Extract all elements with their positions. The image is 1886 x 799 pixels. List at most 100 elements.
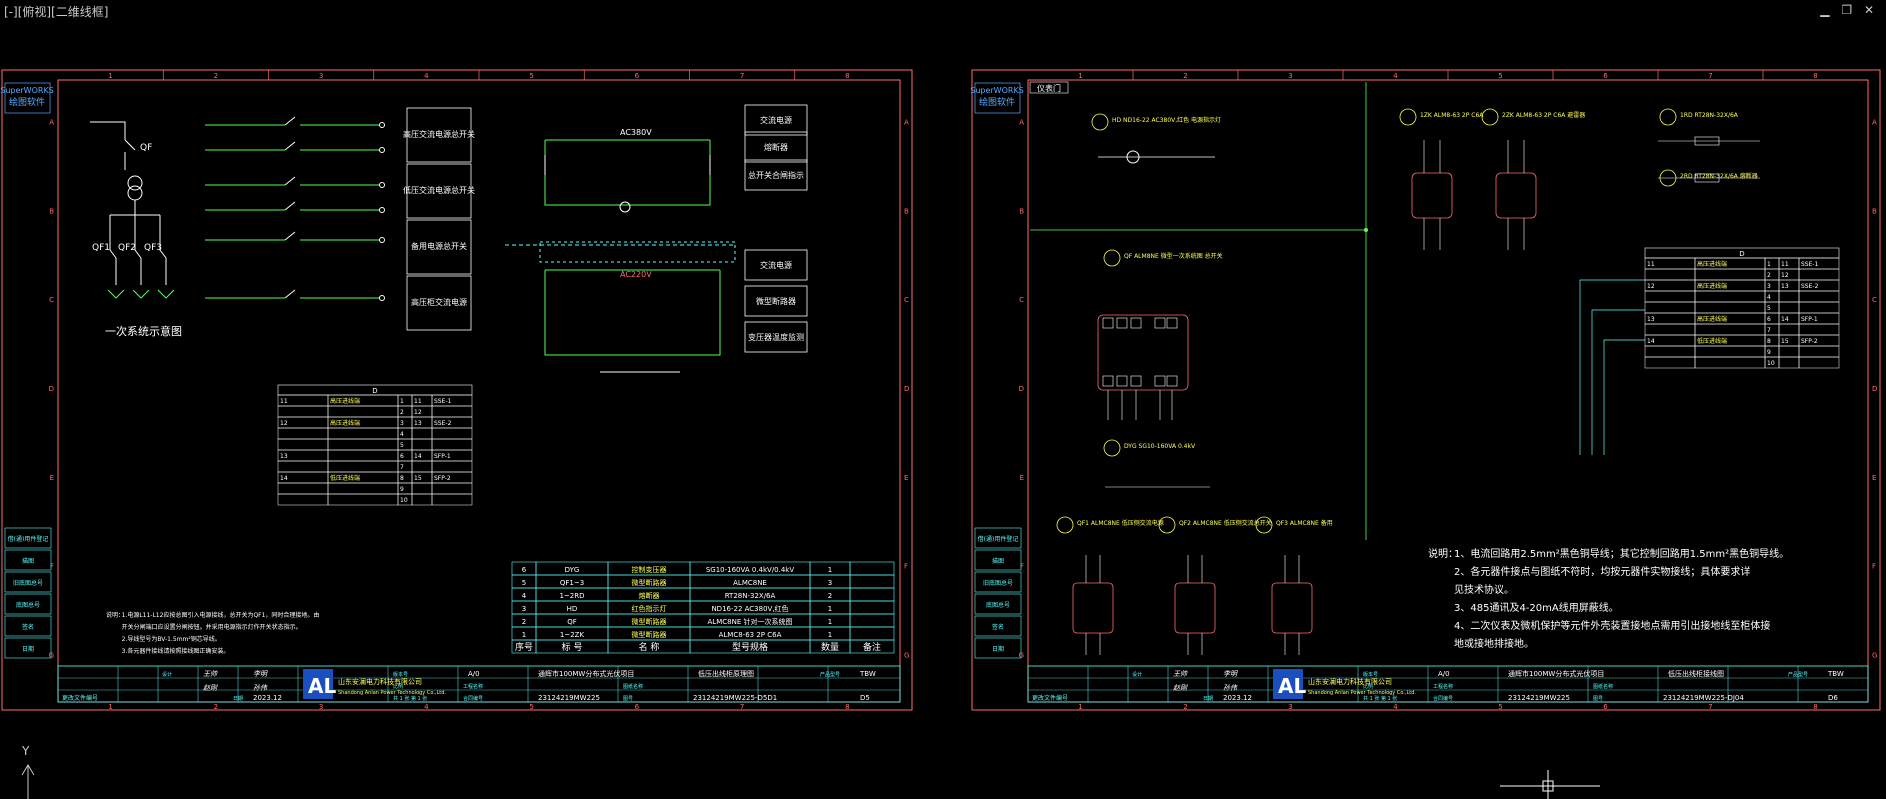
terminal-cell: 14 — [1647, 338, 1655, 345]
terminal-header: D — [1739, 250, 1744, 258]
bom-cell: 微型断路器 — [632, 630, 667, 639]
bom-cell: 1 — [828, 618, 832, 626]
s1-row-right-G: G — [904, 652, 909, 660]
close-icon[interactable]: ✕ — [1863, 3, 1878, 17]
terminal-cell: 1 — [1767, 261, 1771, 268]
terminal-cell: 13 — [280, 453, 288, 460]
bom-header-cell: 型号规格 — [732, 641, 768, 653]
bom-cell: 熔断器 — [639, 591, 660, 600]
ac220-label: AC220V — [620, 270, 652, 279]
qf2-label: QF2 — [118, 243, 136, 253]
bom-cell: ND16-22 AC380V,红色 — [711, 604, 788, 613]
s2-col-6: 6 — [1603, 72, 1608, 80]
s2-col-7: 7 — [1708, 72, 1712, 80]
sheet1-logo-box — [4, 82, 51, 114]
terminal-cell: 11 — [414, 398, 422, 405]
bom-cell: ALMC8NE 针对一次系统图 — [708, 617, 793, 626]
instrument-door-tab: 仪表门 — [1037, 83, 1061, 93]
note-line: 2、各元器件接点与图纸不符时，均按元器件实物接线；具体要求详 — [1454, 565, 1750, 578]
terminal-cell: 4 — [400, 431, 404, 438]
s1-row-right-C: C — [904, 296, 909, 304]
component-label: DYG SG10-160VA 0.4kV — [1124, 443, 1196, 450]
function-box — [406, 219, 472, 275]
bom-cell: 微型断路器 — [632, 617, 667, 626]
qf3-label: QF3 — [144, 243, 162, 253]
function-box — [406, 275, 472, 331]
side-label: 借(通)用件登记 — [8, 535, 49, 543]
title-block-label: 图号 — [1593, 696, 1603, 702]
terminal-cell: 12 — [280, 420, 288, 427]
device-box — [744, 249, 808, 281]
project-name: 通辉市100MW分布式光伏项目 — [538, 669, 634, 678]
title-block-label: 设计 — [1132, 671, 1142, 678]
s1-col-8: 8 — [845, 72, 849, 80]
viewport-label[interactable]: [-][俯视][二维线框] — [4, 5, 109, 19]
bom-cell: RT28N-32X/6A — [725, 592, 776, 600]
s1-col-bottom-8: 8 — [845, 703, 849, 711]
terminal-cell: 13 — [1781, 283, 1789, 290]
restore-icon[interactable]: ❐ — [1841, 3, 1857, 17]
s1-col-1: 1 — [108, 72, 112, 80]
s1-row-right-E: E — [904, 474, 908, 482]
component-bubble — [1481, 108, 1499, 126]
drawing-no: 23124219MW225-D5D1 — [693, 694, 777, 702]
s2-row-right-F: F — [1872, 563, 1876, 571]
function-box-label: 低压交流电源总开关 — [403, 185, 475, 195]
company-logo-mark: AL — [1278, 674, 1306, 698]
signature: 王帅 — [203, 670, 218, 678]
s1-col-4: 4 — [424, 72, 429, 80]
terminal-cell: 11 — [280, 398, 288, 405]
terminal-cell: 高压进线端 — [1697, 315, 1727, 323]
title-block-label: 日期 — [1203, 696, 1213, 702]
terminal-cell: 11 — [1781, 261, 1789, 268]
s2-col-bottom-4: 4 — [1393, 703, 1398, 711]
component-label: HD ND16-22 AC380V,红色 电源指示灯 — [1112, 116, 1221, 124]
s2-row-E: E — [1020, 474, 1024, 482]
sheet2-logo-box — [974, 82, 1021, 114]
component-label: QF1 ALMC8NE 低压侧交流电源 — [1077, 519, 1164, 527]
terminal-cell: 低压进线端 — [330, 474, 360, 482]
terminal-cell: 高压进线端 — [330, 397, 360, 405]
drawing-name: 低压出线柜接线图 — [1668, 669, 1724, 678]
side-label: 描图 — [22, 557, 34, 565]
bom-cell: 1 — [522, 631, 526, 639]
function-box-label: 备用电源总开关 — [411, 241, 467, 251]
terminal-cell: SSE-1 — [1801, 261, 1819, 268]
s1-row-A: A — [49, 118, 54, 126]
terminal-cell: SFP-1 — [434, 453, 451, 460]
date: 2023.12 — [253, 694, 282, 702]
function-box — [406, 107, 472, 163]
s2-row-right-C: C — [1872, 296, 1877, 304]
note-line: 开关分闸端口应设置分闸按钮。并采用电源指示灯作开关状态指示。 — [122, 623, 302, 631]
project-no: 23124219MW225 — [538, 694, 600, 702]
s2-row-A: A — [1019, 118, 1024, 126]
s2-row-right-G: G — [1872, 652, 1877, 660]
terminal-cell: 9 — [1767, 349, 1771, 356]
company-name-en: Shandong Anlan Power Technology Co.,Ltd. — [1308, 690, 1416, 696]
product-stage: TBW — [1827, 670, 1844, 678]
terminal-cell: 12 — [414, 409, 422, 416]
s1-row-right-B: B — [904, 207, 909, 215]
crosshair-cursor — [1500, 770, 1600, 799]
title-block-label: 图纸名称 — [1593, 683, 1613, 690]
title-block-label: 共 1 张 第 1 张 — [393, 695, 427, 702]
terminal-cell: 9 — [400, 486, 404, 493]
minimize-icon[interactable]: ▁ — [1820, 3, 1834, 17]
tab-box — [1029, 81, 1069, 94]
title-block-label: 共 1 张 第 1 张 — [1363, 695, 1397, 702]
terminal-cell: 4 — [1767, 294, 1771, 301]
title-block-label: 工程名称 — [463, 683, 483, 690]
s2-row-F: F — [1020, 563, 1024, 571]
terminal-cell: 1 — [400, 398, 404, 405]
component-bubble — [1659, 108, 1677, 126]
sheet2-dividers — [1030, 82, 1367, 540]
sheet1-logo-top: SuperWORKS — [0, 86, 54, 95]
bom-cell: DYG — [565, 566, 580, 574]
s2-row-B: B — [1019, 207, 1024, 215]
